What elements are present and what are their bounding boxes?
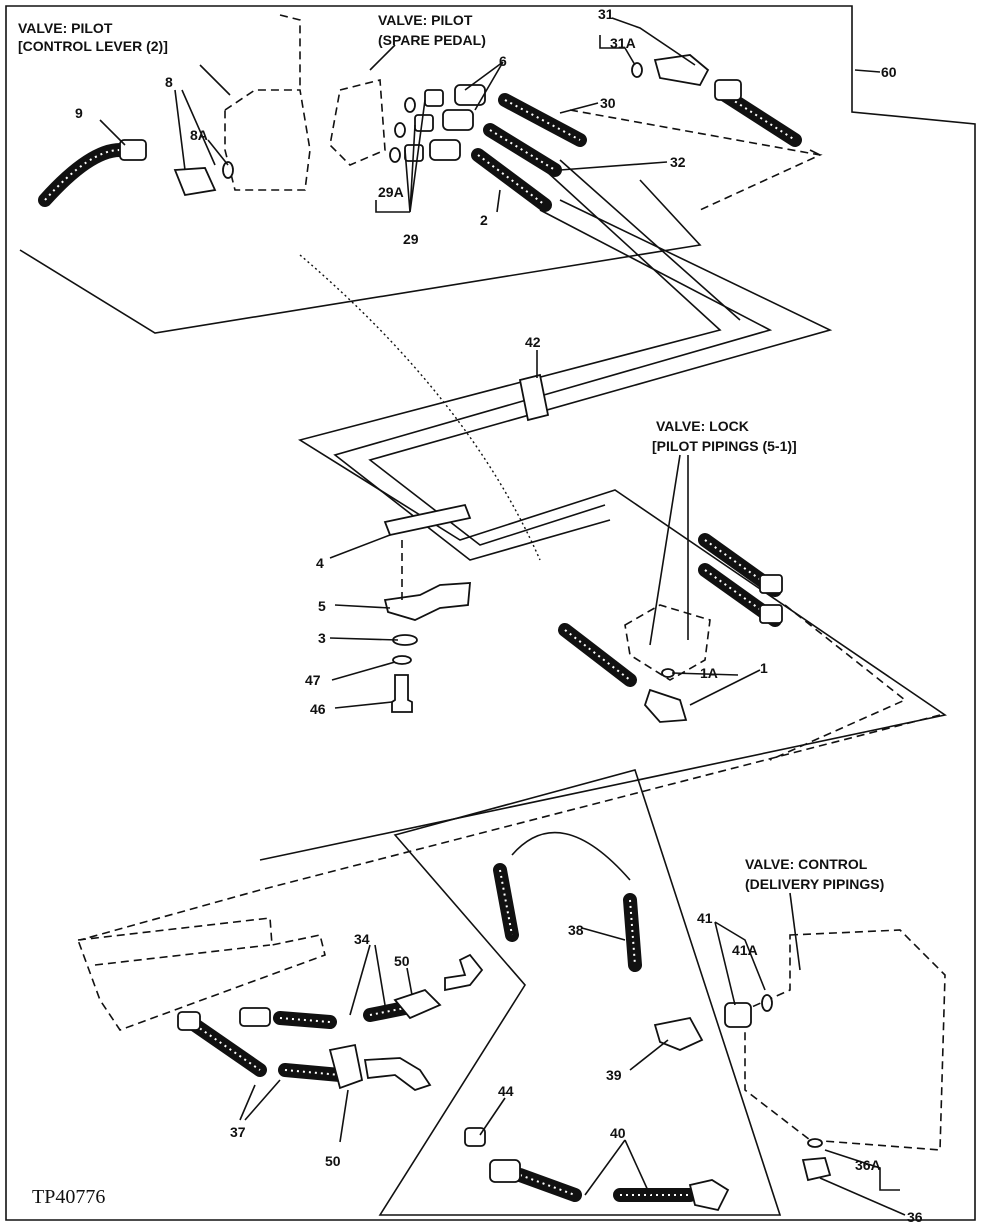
elbow-8 — [173, 167, 217, 197]
callout-34: 34 — [354, 931, 370, 947]
callout-42: 42 — [525, 334, 541, 350]
clamp-50-lower — [328, 1043, 364, 1090]
title-control-1: VALVE: CONTROL — [745, 856, 868, 872]
title-pilot-spare-1: VALVE: PILOT — [378, 12, 473, 28]
clamp-50-upper — [393, 988, 442, 1020]
adapter-41 — [724, 1002, 752, 1028]
fitting-lock-b — [759, 604, 783, 624]
adapter-29-b — [414, 114, 434, 132]
lock-valve-body — [624, 604, 711, 681]
callout-31: 31 — [598, 6, 614, 22]
upper-plate-outline — [19, 149, 821, 334]
lockwasher-47 — [392, 655, 412, 665]
oring-31A — [631, 62, 643, 78]
bracket-5 — [383, 582, 471, 621]
lower-left-housing — [76, 917, 326, 1031]
elbow-34 — [444, 953, 484, 992]
callout-9: 9 — [75, 105, 83, 121]
callout-8A: 8A — [190, 127, 208, 143]
oring-29A-b — [394, 122, 406, 138]
callout-3: 3 — [318, 630, 326, 646]
pilot-valve-spare-pedal — [279, 14, 386, 166]
callout-8: 8 — [165, 74, 173, 90]
clamp-42 — [518, 373, 550, 422]
title-pilot-control-1: VALVE: PILOT — [18, 20, 113, 36]
fitting-34-end — [239, 1007, 271, 1027]
callout-31A: 31A — [610, 35, 636, 51]
fitting-37-end — [177, 1011, 201, 1031]
pipe-route-middle — [333, 209, 773, 561]
elbow-6-b — [442, 109, 474, 131]
callout-36A: 36A — [855, 1157, 881, 1173]
adapter-29-a — [424, 89, 444, 107]
callout-47: 47 — [305, 672, 321, 688]
hose-40 — [513, 1168, 697, 1202]
callout-36: 36 — [907, 1209, 923, 1225]
callout-38: 38 — [568, 922, 584, 938]
callout-29: 29 — [403, 231, 419, 247]
callout-46: 46 — [310, 701, 326, 717]
plate-4 — [383, 503, 472, 537]
oring-41A — [761, 994, 773, 1012]
callout-39: 39 — [606, 1067, 622, 1083]
fitting-40-left — [489, 1159, 521, 1183]
hose-50-lower — [278, 1063, 347, 1082]
callout-30: 30 — [600, 95, 616, 111]
tee-1 — [643, 688, 688, 723]
outer-frame — [5, 5, 976, 1221]
callout-2: 2 — [480, 212, 488, 228]
title-pilot-control-2: [CONTROL LEVER (2)] — [18, 38, 168, 54]
callout-4: 4 — [316, 555, 324, 571]
pipe-route-outer — [259, 159, 947, 861]
hose-9 — [38, 143, 127, 207]
elbow-31 — [653, 54, 710, 86]
fitting-lock-a — [759, 574, 783, 594]
control-valve-body — [744, 929, 946, 1151]
callout-29A: 29A — [378, 184, 404, 200]
elbow-37 — [363, 1057, 432, 1092]
bolt-46 — [391, 674, 413, 713]
callout-1: 1 — [760, 660, 768, 676]
callout-41: 41 — [697, 910, 713, 926]
callout-1A: 1A — [700, 665, 718, 681]
title-pilot-spare-2: (SPARE PEDAL) — [378, 32, 486, 48]
callout-5: 5 — [318, 598, 326, 614]
hose-38-left — [493, 863, 519, 942]
callout-40: 40 — [610, 1125, 626, 1141]
fitting-31-end — [714, 79, 742, 101]
figure-code: TP40776 — [32, 1186, 105, 1208]
elbow-6-c — [429, 139, 461, 161]
callout-50-lower: 50 — [325, 1153, 341, 1169]
title-lock-1: VALVE: LOCK — [656, 418, 749, 434]
plug-44 — [464, 1127, 486, 1147]
callout-60: 60 — [881, 64, 897, 80]
plug-36 — [801, 1157, 832, 1182]
callout-6: 6 — [499, 53, 507, 69]
oring-36A — [807, 1138, 823, 1148]
leader-lines — [99, 17, 906, 1216]
callout-37: 37 — [230, 1124, 246, 1140]
callout-41A: 41A — [732, 942, 758, 958]
title-control-2: (DELIVERY PIPINGS) — [745, 876, 884, 892]
oring-29A-a — [404, 97, 416, 113]
elbow-6-a — [454, 84, 486, 106]
callout-50-upper: 50 — [394, 953, 410, 969]
callout-32: 32 — [670, 154, 686, 170]
dashed-return-route — [79, 109, 941, 941]
pipe-route-inner — [368, 199, 833, 546]
title-lock-2: [PILOT PIPINGS (5-1)] — [652, 438, 797, 454]
oring-29A-c — [389, 147, 401, 163]
lower-center-panel — [378, 769, 782, 1216]
elbow-40-right — [688, 1179, 730, 1212]
oring-8A — [222, 161, 234, 179]
hose-38-loop — [511, 831, 631, 881]
callout-44: 44 — [498, 1083, 514, 1099]
pilot-valve-control-lever — [224, 89, 311, 191]
fitting-9-end — [119, 139, 147, 161]
